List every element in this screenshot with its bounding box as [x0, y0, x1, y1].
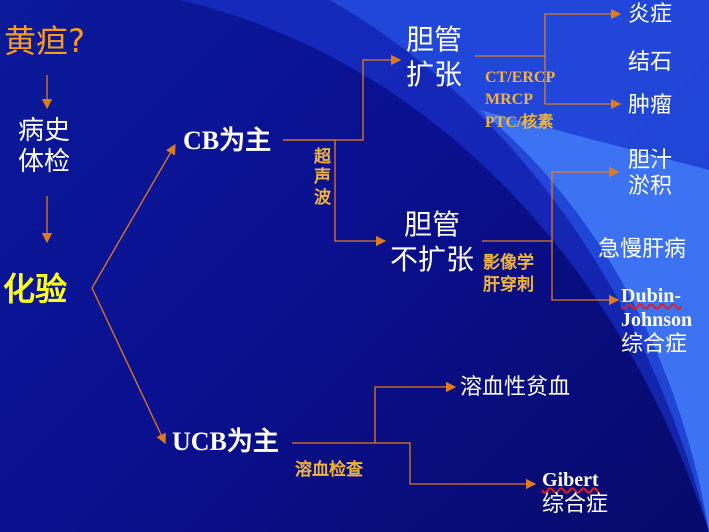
imaging-line-2: 肝穿刺: [483, 275, 534, 296]
label-ultrasound: 超 声 波: [314, 147, 331, 208]
node-duct-not-dilated: 胆管 不扩张: [390, 207, 474, 277]
title-jaundice: 黄疸?: [4, 22, 85, 60]
ct-line-1: CT/ERCP: [485, 69, 556, 86]
node-history-exam: 病史 体检: [18, 116, 70, 178]
node-dubin-johnson: Dubin- Johnson 综合症: [621, 284, 692, 358]
node-gilbert: Gibert 综合症: [542, 468, 608, 518]
dubin-line-3: 综合症: [621, 332, 688, 357]
gilbert-line-1: Gibert: [542, 469, 599, 491]
node-cholestasis: 胆汁 淤积: [628, 148, 672, 201]
arc-shape-bright: [330, 0, 709, 532]
duct-not-dilated-line-1: 胆管: [404, 208, 461, 241]
node-hemolytic-anemia: 溶血性贫血: [460, 375, 571, 400]
node-stone: 结石: [628, 50, 673, 75]
cholestasis-line-1: 胆汁: [628, 148, 673, 173]
dubin-line-2: Johnson: [621, 309, 693, 331]
ct-line-3: PTC/核素: [485, 113, 554, 131]
ultrasound-char-2: 声: [314, 167, 331, 188]
label-hemolysis-test: 溶血检查: [295, 460, 363, 480]
label-ct-ercp: CT/ERCP MRCP PTC/核素: [485, 67, 555, 134]
history-line-2: 体检: [18, 147, 71, 178]
ultrasound-char-3: 波: [314, 187, 331, 208]
ultrasound-char-1: 超: [314, 147, 331, 167]
node-inflammation: 炎症: [628, 2, 673, 27]
node-cb-dominant: CB为主: [183, 126, 272, 155]
ct-line-2: MRCP: [485, 91, 533, 109]
node-tumor: 肿瘤: [628, 93, 673, 118]
history-line-1: 病史: [18, 116, 71, 146]
label-imaging: 影像学 肝穿刺: [483, 252, 534, 296]
cholestasis-line-2: 淤积: [628, 174, 673, 200]
node-ucb-dominant: UCB为主: [172, 427, 279, 456]
duct-not-dilated-line-2: 不扩张: [390, 243, 475, 276]
node-liver-disease: 急慢肝病: [598, 237, 687, 262]
duct-dilated-line-2: 扩张: [406, 58, 463, 91]
dubin-line-1: Dubin-: [621, 285, 682, 307]
node-duct-dilated: 胆管 扩张: [406, 22, 462, 92]
duct-dilated-line-1: 胆管: [406, 23, 463, 56]
gilbert-line-2: 综合症: [542, 492, 609, 517]
node-lab-test: 化验: [3, 270, 68, 308]
imaging-line-1: 影像学: [483, 253, 534, 273]
arc-shape-edge: [480, 110, 709, 532]
